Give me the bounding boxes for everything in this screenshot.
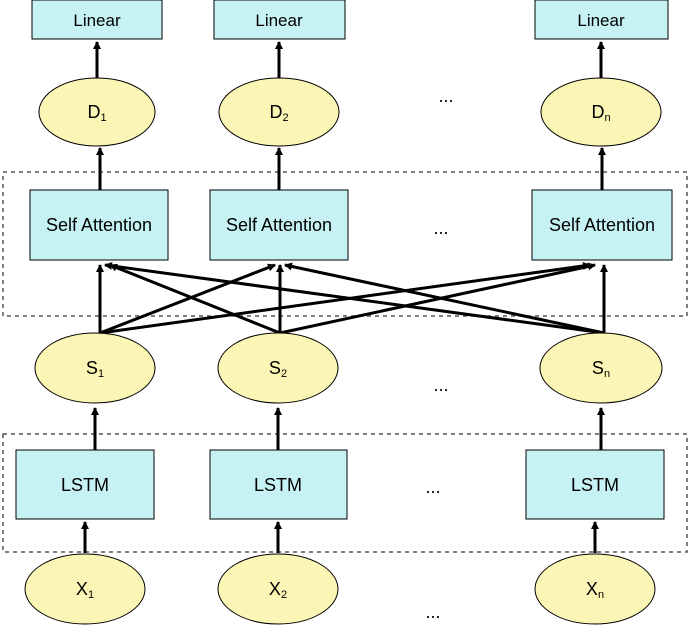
attention-group-boundary [2,171,688,317]
input-subscript-1: 1 [88,589,94,601]
self-attention-label-2: Self Attention [226,215,332,235]
arrow-sn-att2 [284,262,605,335]
input-label-2: X [269,579,281,599]
lstm-label-n: LSTM [571,475,619,495]
decoder-node-2: D2 [218,77,340,147]
input-node-2: X2 [217,553,339,625]
decoder-label-2: D [269,102,282,122]
linear-box-2: Linear [213,0,346,40]
state-label-n: S [592,358,604,378]
self-attention-label-n: Self Attention [549,215,655,235]
arrows [81,41,608,553]
decoder-ellipsis: ... [438,86,453,106]
svg-text:D1: D1 [87,102,106,124]
svg-text:Dn: Dn [591,102,610,124]
attention-ellipsis: ... [433,218,448,238]
decoder-subscript-2: 2 [282,112,288,124]
decoder-label-1: D [87,102,100,122]
linear-box-n: Linear [534,0,669,40]
input-node-n: Xn [534,553,656,625]
self-attention-box-n: Self Attention [531,189,673,261]
lstm-box-2: LSTM [209,449,348,520]
state-label-1: S [86,358,98,378]
lstm-label-2: LSTM [254,475,302,495]
lstm-box-1: LSTM [15,449,155,520]
self-attention-label-1: Self Attention [46,215,152,235]
input-node-1: X1 [24,553,146,625]
arrow-sn-att1 [104,261,605,335]
input-ellipsis: ... [425,602,440,622]
arrow-s1-att2 [99,263,276,335]
state-node-n: Sn [539,332,663,404]
state-node-2: S2 [217,332,339,404]
svg-text:S2: S2 [269,358,287,380]
linear-label-n: Linear [577,11,625,30]
state-subscript-1: 1 [98,368,104,380]
decoder-node-1: D1 [38,77,156,147]
svg-text:S1: S1 [86,358,104,380]
linear-label-1: Linear [73,11,121,30]
state-node-1: S1 [34,332,156,404]
svg-text:X2: X2 [269,579,287,601]
lstm-group-boundary [2,433,688,553]
arrow-s2-att1 [109,263,281,335]
linear-box-1: Linear [31,0,163,40]
state-label-2: S [269,358,281,378]
input-subscript-n: n [598,589,604,601]
svg-text:Xn: Xn [586,579,604,601]
input-label-n: X [586,579,598,599]
input-label-1: X [76,579,88,599]
svg-text:Sn: Sn [592,358,610,380]
decoder-subscript-n: n [604,112,610,124]
lstm-ellipsis: ... [425,477,440,497]
state-subscript-n: n [604,368,610,380]
self-attention-box-2: Self Attention [209,189,349,261]
decoder-label-n: D [591,102,604,122]
self-attention-box-1: Self Attention [29,189,169,261]
decoder-subscript-1: 1 [100,112,106,124]
state-ellipsis: ... [433,375,448,395]
lstm-label-1: LSTM [61,475,109,495]
lstm-box-n: LSTM [525,449,665,520]
svg-text:X1: X1 [76,579,94,601]
state-subscript-2: 2 [281,368,287,380]
linear-label-2: Linear [255,11,303,30]
input-subscript-2: 2 [281,589,287,601]
decoder-node-n: Dn [540,77,662,147]
svg-text:D2: D2 [269,102,288,124]
